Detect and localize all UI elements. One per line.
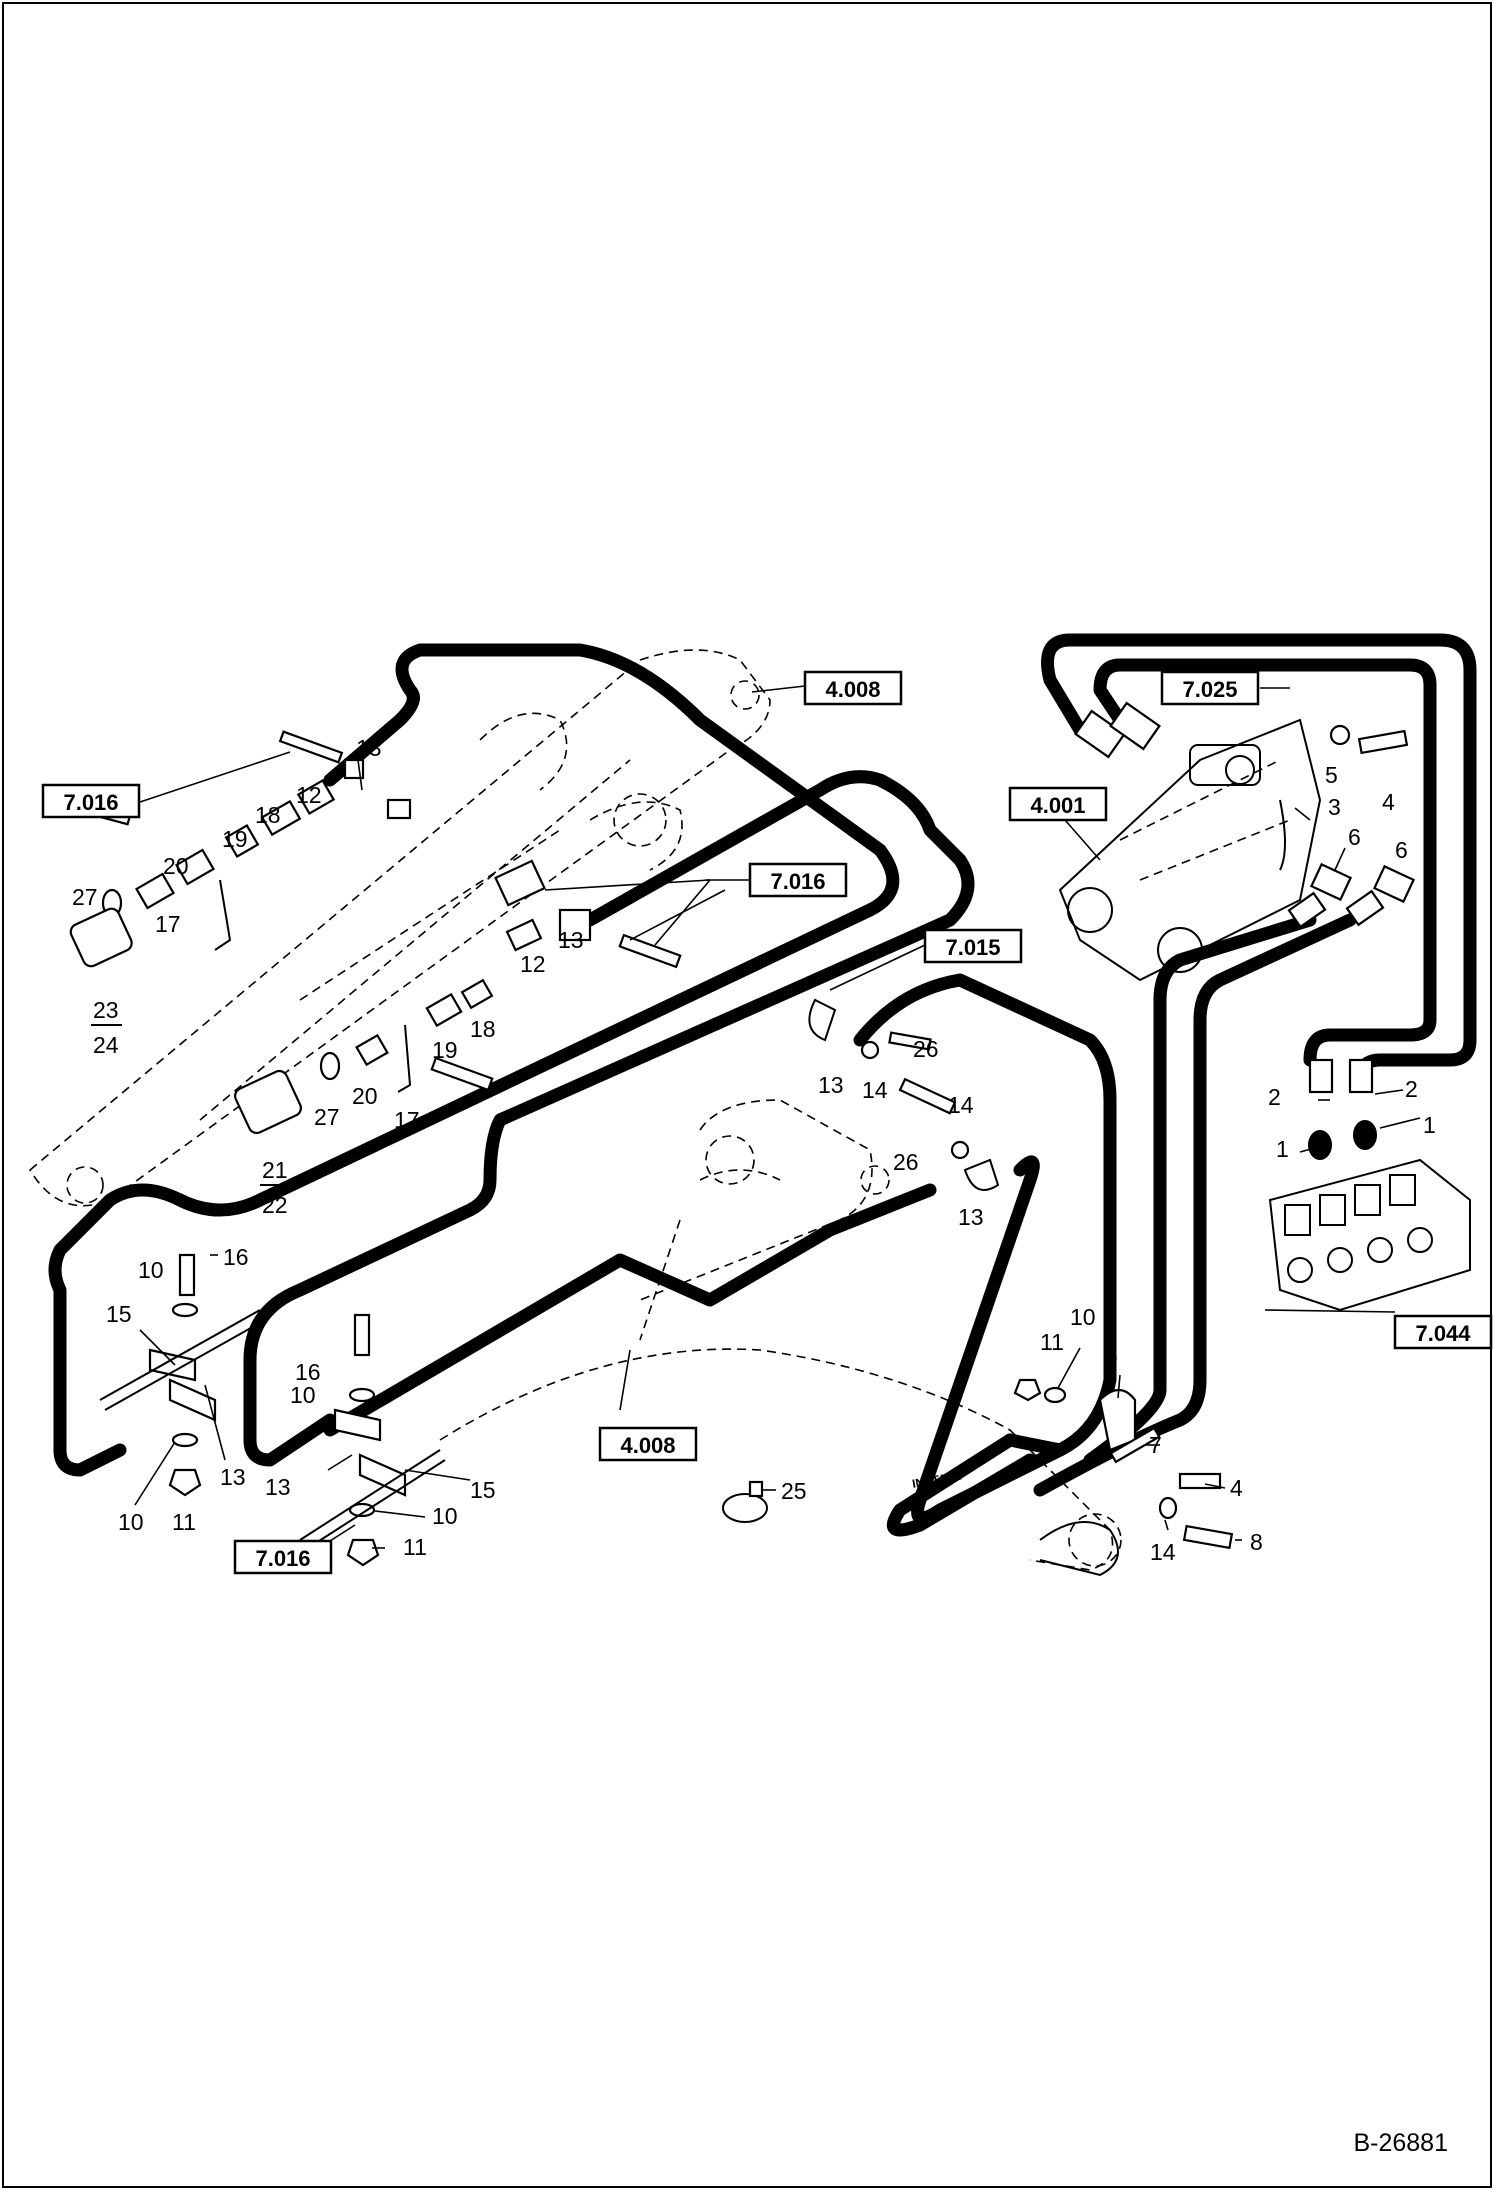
reference-box-7-016-bottom: 7.016 [233,1539,333,1575]
part-label: 17 [155,911,181,937]
control-valve-block [1268,1158,1471,1312]
part-label: 11 [1040,1329,1064,1355]
part-label: 22 [262,1192,288,1218]
part-label: 10 [290,1382,316,1408]
part-label: 10 [1070,1304,1096,1330]
part-label: 11 [403,1534,427,1560]
part-label: 8 [1250,1529,1263,1555]
part-label: 3 [1328,794,1341,820]
part-label: 19 [432,1037,458,1063]
reference-box-7-016-left: 7.016 [41,783,141,819]
part-label: 15 [106,1301,132,1327]
part-label: 12 [296,782,322,808]
part-label: 18 [255,802,281,828]
part-label: 6 [1348,824,1361,850]
hose-routing [48,633,1477,1537]
part-label: 23 [93,997,119,1023]
part-label: 2 [1268,1084,1281,1110]
part-label: 13 [958,1204,984,1230]
lower-boom-outline [439,1099,1122,1577]
clamps-and-bolts [99,998,1000,1567]
reference-box-4-008-bottom: 4.008 [598,1426,698,1462]
reference-box-7-044: 7.044 [1393,1314,1493,1350]
svg-text:7.016: 7.016 [255,1546,310,1571]
part-label: 20 [163,853,189,879]
svg-text:4.008: 4.008 [620,1433,675,1458]
part-label: 20 [352,1083,378,1109]
part-label: 14 [862,1077,888,1103]
part-label: 10 [138,1257,164,1283]
part-label: 18 [470,1016,496,1042]
part-label: 13 [558,927,584,953]
svg-text:7.015: 7.015 [945,935,1000,960]
upper-arm-outline [28,649,771,1207]
hose-clip [722,1480,768,1523]
middle-left-fittings [234,978,494,1135]
reference-box-7-015: 7.015 [923,928,1023,964]
part-label: 1 [1276,1136,1289,1162]
drawing-code: B-26881 [1353,2129,1448,2157]
part-label: 13 [220,1464,246,1490]
part-label: 27 [314,1104,340,1130]
part-label: 11 [172,1509,196,1535]
part-label: 10 [118,1509,144,1535]
part-label: 24 [93,1032,119,1058]
part-label: 6 [1395,837,1408,863]
part-labels: 13 12 18 19 20 27 17 23 24 12 13 18 19 2… [72,735,1436,1565]
part-label: 4 [1230,1475,1243,1501]
part-label: 26 [913,1036,939,1062]
reference-box-7-025: 7.025 [1160,670,1260,706]
reference-box-4-001: 4.001 [1008,786,1108,822]
part-label: 26 [893,1149,919,1175]
part-label: 12 [520,951,546,977]
reference-box-7-016-mid: 7.016 [748,862,848,898]
part-label: 16 [223,1244,249,1270]
part-label: 9 [1105,1346,1118,1372]
part-label: 27 [72,884,98,910]
part-label: 17 [394,1107,420,1133]
part-label: 4 [1382,789,1395,815]
part-label: 13 [265,1474,291,1500]
part-label: 13 [818,1072,844,1098]
part-label: 1 [1423,1112,1436,1138]
svg-text:7.016: 7.016 [63,790,118,815]
svg-text:7.044: 7.044 [1415,1321,1471,1346]
svg-text:7.025: 7.025 [1182,677,1237,702]
part-label: 14 [948,1092,974,1118]
part-label: 7 [1149,1432,1162,1458]
part-label: 14 [1150,1539,1176,1565]
part-label: 10 [432,1503,458,1529]
part-label: 19 [222,826,248,852]
svg-text:4.008: 4.008 [825,677,880,702]
part-label: 13 [356,735,382,761]
part-label: 21 [262,1157,288,1183]
part-label: 5 [1325,762,1338,788]
svg-text:4.001: 4.001 [1030,793,1085,818]
part-label: 16 [295,1359,321,1385]
part-label: 25 [781,1478,807,1504]
part-label: 2 [1405,1076,1418,1102]
swing-bracket-outline [1058,718,1322,982]
svg-text:7.016: 7.016 [770,869,825,894]
part-label: 15 [470,1477,496,1503]
reference-box-4-008-top: 4.008 [803,670,903,706]
